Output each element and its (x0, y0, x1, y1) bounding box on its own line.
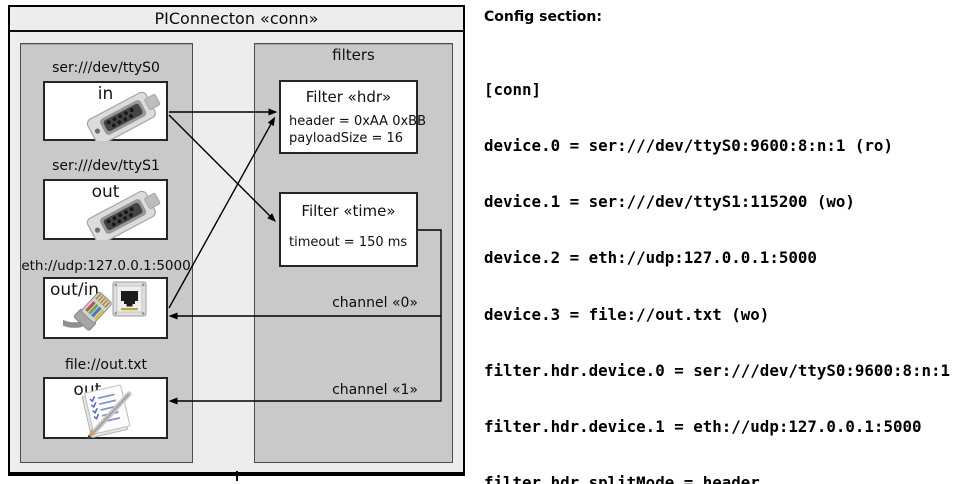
config-text-block: [conn] device.0 = ser:///dev/ttyS0:9600:… (484, 43, 960, 484)
filters-panel-label: filters (332, 46, 375, 64)
device-uri-ttys1: ser:///dev/ttyS1 (52, 158, 160, 174)
config-line: [conn] (484, 79, 542, 99)
device-box-eth: out/in (43, 277, 168, 339)
config-line: filter.hdr.splitMode = header (484, 473, 760, 484)
device-mode-label: out (91, 182, 120, 202)
filter-time-box: Filter «time» timeout = 150 ms (279, 192, 418, 267)
channel-1-label: channel «1» (332, 382, 418, 398)
ethernet-icon (63, 281, 166, 339)
device-box-ttys0: in (43, 81, 168, 141)
serial-connector-icon (80, 188, 168, 240)
filter-hdr-box: Filter «hdr» header = 0xAA 0xBB payloadS… (279, 80, 426, 154)
diagram-title: PIConnecton «conn» (154, 9, 319, 28)
filter-hdr-title: Filter «hdr» (305, 88, 392, 106)
device-mode-label: out/in (50, 280, 100, 300)
config-line: device.0 = ser:///dev/ttyS0:9600:8:n:1 (… (484, 135, 893, 155)
filter-hdr-prop-header: header = 0xAA 0xBB (289, 114, 427, 129)
device-uri-ttys0: ser:///dev/ttyS0 (52, 60, 160, 76)
device-uri-file: file://out.txt (64, 357, 148, 373)
device-box-file: out (43, 377, 168, 439)
config-line: filter.hdr.device.1 = eth://udp:127.0.0.… (484, 417, 922, 436)
config-heading: Config section: (484, 9, 602, 25)
config-line: device.3 = file://out.txt (wo) (484, 304, 770, 324)
notepad-icon (73, 383, 145, 439)
serial-connector-icon (80, 89, 168, 141)
config-line: device.2 = eth://udp:127.0.0.1:5000 (484, 248, 817, 268)
filter-time-title: Filter «time» (301, 202, 396, 220)
channel-0-label: channel «0» (332, 295, 418, 311)
filter-hdr-prop-payloadsize: payloadSize = 16 (289, 131, 404, 146)
filter-time-prop-timeout: timeout = 150 ms (289, 235, 408, 250)
config-line: device.1 = ser:///dev/ttyS1:115200 (wo) (484, 192, 855, 211)
title-separator (10, 30, 463, 32)
device-uri-eth: eth://udp:127.0.0.1:5000 (21, 258, 191, 274)
bottom-border-tick (236, 471, 238, 481)
config-line: filter.hdr.device.0 = ser:///dev/ttyS0:9… (484, 360, 951, 380)
device-box-ttys1: out (43, 179, 168, 240)
device-mode-label: in (97, 84, 114, 104)
